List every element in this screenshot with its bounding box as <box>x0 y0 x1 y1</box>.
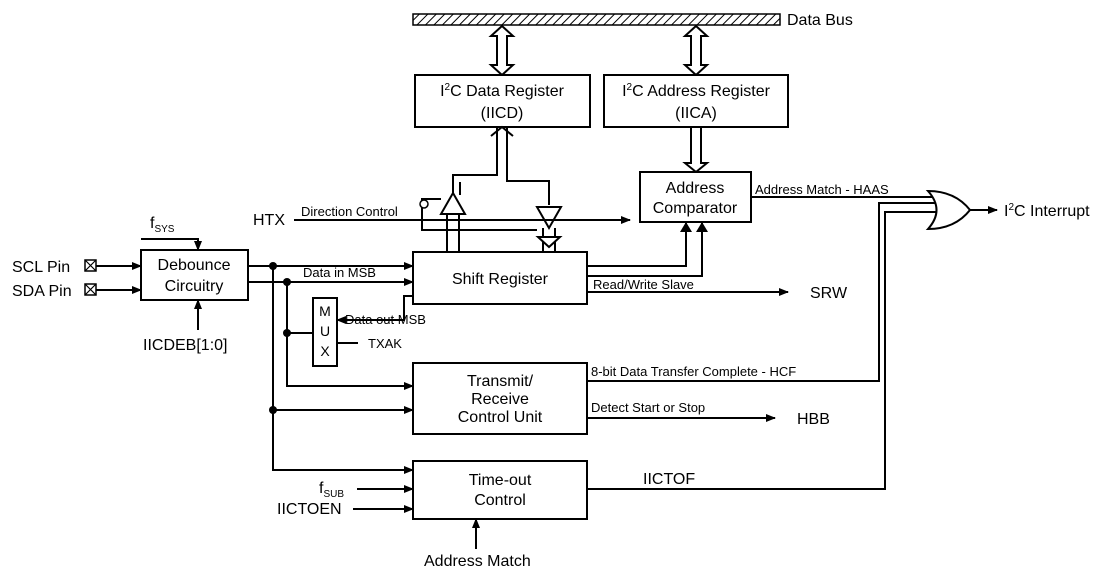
timeout-control-block: Time-out Control <box>412 460 588 520</box>
svg-text:Control Unit: Control Unit <box>458 409 543 426</box>
scl-pin-label: SCL Pin <box>12 259 70 276</box>
svg-text:M: M <box>319 303 331 319</box>
transmit-receive-control-block: Transmit/ Receive Control Unit <box>412 362 588 435</box>
address-register-comparator-arrow <box>682 126 710 174</box>
data-out-msb-label: Data out MSB <box>345 312 426 327</box>
shift-register-block: Shift Register <box>412 251 588 305</box>
iictoen-label: IICTOEN <box>277 501 342 518</box>
svg-text:(IICD): (IICD) <box>481 105 524 122</box>
tristate-buffer-down-icon <box>535 206 563 252</box>
sda-pin-icon <box>84 283 97 296</box>
data-register-bus-path <box>452 127 498 195</box>
svg-text:Comparator: Comparator <box>653 200 738 217</box>
svg-text:Control: Control <box>474 492 526 509</box>
tristate-buffer-up-icon <box>439 190 467 252</box>
svg-text:I2C Address Register: I2C Address Register <box>622 82 771 100</box>
svg-text:U: U <box>320 323 330 339</box>
data-in-msb-label: Data in MSB <box>303 265 376 280</box>
i2c-address-register-block: I2C Address Register (IICA) <box>603 74 789 128</box>
i2c-data-register-block: I2C Data Register (IICD) <box>414 74 591 128</box>
data-bus-label: Data Bus <box>787 12 853 29</box>
iictof-label: IICTOF <box>643 471 695 488</box>
svg-text:X: X <box>320 343 330 359</box>
sda-pin-label: SDA Pin <box>12 283 72 300</box>
svg-text:Circuitry: Circuitry <box>165 278 224 295</box>
or-gate-icon <box>925 189 972 231</box>
svg-text:Address: Address <box>666 180 725 197</box>
scl-pin-icon <box>84 259 97 272</box>
svg-text:Receive: Receive <box>471 391 529 408</box>
bus-data-register-arrow <box>488 24 516 77</box>
iicdeb-label: IICDEB[1:0] <box>143 337 227 354</box>
read-write-slave-label: Read/Write Slave <box>593 277 694 292</box>
svg-text:I2C Data Register: I2C Data Register <box>440 82 565 100</box>
hcf-label: 8-bit Data Transfer Complete - HCF <box>591 364 796 379</box>
data-bus <box>412 13 781 26</box>
fsub-label: fSUB <box>319 480 344 500</box>
svg-text:Shift Register: Shift Register <box>452 271 549 288</box>
bus-address-register-arrow <box>682 24 710 77</box>
debounce-circuitry-block: Debounce Circuitry <box>140 249 249 301</box>
htx-label: HTX <box>253 212 285 229</box>
txak-label: TXAK <box>368 336 402 351</box>
svg-text:Debounce: Debounce <box>158 257 231 274</box>
address-comparator-block: Address Comparator <box>639 171 752 223</box>
svg-text:Transmit/: Transmit/ <box>467 373 534 390</box>
detect-start-stop-label: Detect Start or Stop <box>591 400 705 415</box>
svg-text:Time-out: Time-out <box>469 472 532 489</box>
fsys-label: fSYS <box>150 215 175 235</box>
mux-block: M U X <box>312 297 338 367</box>
haas-label: Address Match - HAAS <box>755 182 889 197</box>
svg-text:(IICA): (IICA) <box>675 105 717 122</box>
srw-output-label: SRW <box>810 285 848 302</box>
hbb-output-label: HBB <box>797 411 830 428</box>
i2c-interrupt-output-label: I2C Interrupt <box>1004 202 1090 220</box>
direction-control-label: Direction Control <box>301 204 398 219</box>
address-match-input-label: Address Match <box>424 553 531 569</box>
